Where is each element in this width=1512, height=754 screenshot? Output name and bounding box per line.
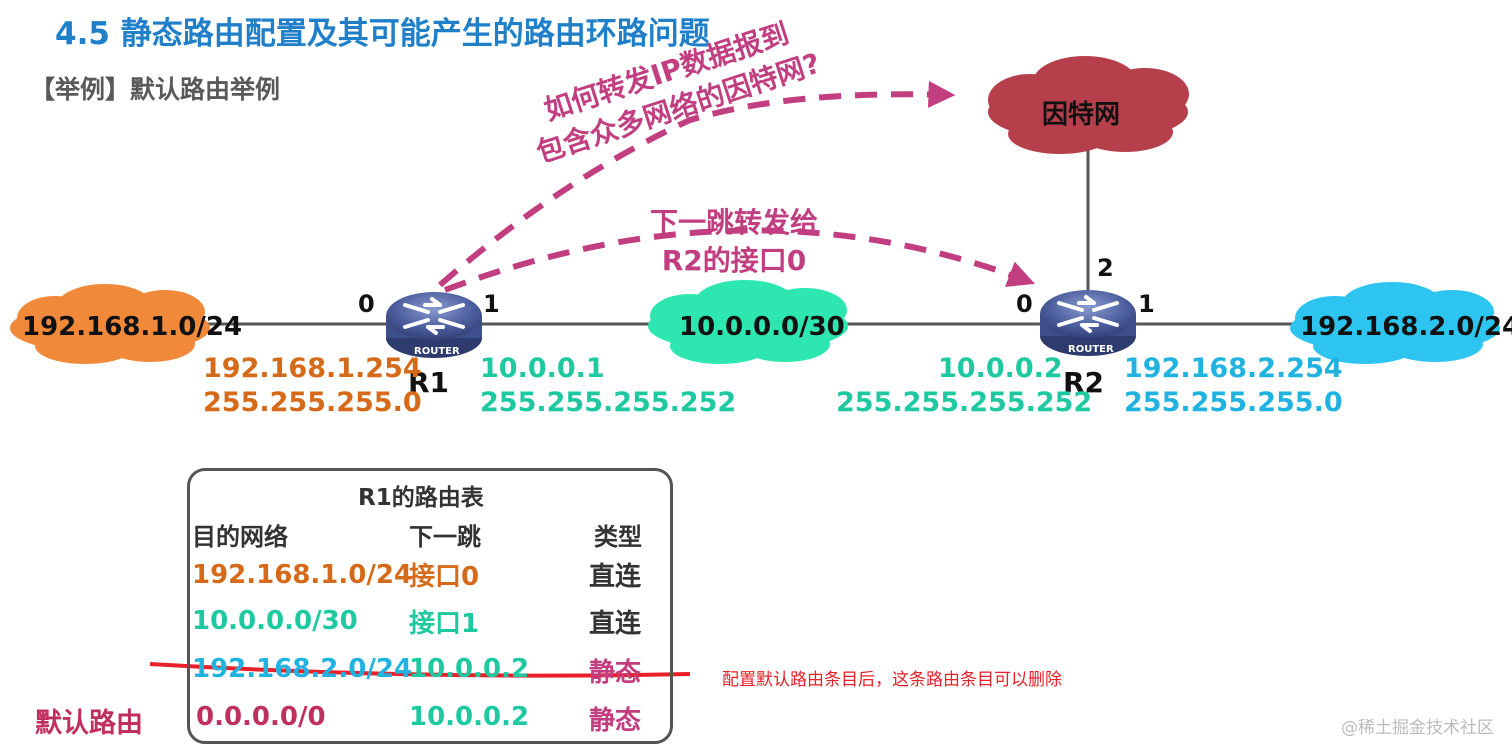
cloud-middle-network xyxy=(648,280,848,364)
annotation-nexthop-line2: R2的接口0 xyxy=(661,244,807,277)
rt-row4-type: 静态 xyxy=(589,706,642,736)
cloud-middle-label: 10.0.0.0/30 xyxy=(679,312,845,342)
rt-row1-next: 接口0 xyxy=(409,562,480,592)
rt-row2-type: 直连 xyxy=(589,609,642,639)
arrow-to-r2 xyxy=(443,227,1036,293)
cloud-right-network xyxy=(1290,282,1500,364)
rt-row4-next: 10.0.0.2 xyxy=(409,702,530,732)
r1-port-0: 0 xyxy=(358,290,375,318)
r2-port-2: 2 xyxy=(1097,254,1114,282)
r1-port-1: 1 xyxy=(483,290,500,318)
r2-if1-mask: 255.255.255.0 xyxy=(1124,387,1343,418)
page-subtitle: 【举例】默认路由举例 xyxy=(30,75,281,104)
cloud-internet-label: 因特网 xyxy=(1042,100,1121,130)
r2-if0-ip: 10.0.0.2 xyxy=(938,353,1063,384)
cloud-left-network xyxy=(10,284,210,364)
rt-header-dest: 目的网络 xyxy=(192,523,288,551)
cloud-internet xyxy=(988,56,1189,154)
arrow-to-internet xyxy=(438,80,956,288)
page-title: 4.5 静态路由配置及其可能产生的路由环路问题 xyxy=(55,16,710,52)
r2-port-0: 0 xyxy=(1016,290,1033,318)
rt-header-type: 类型 xyxy=(594,523,642,551)
rt-row3-dest: 192.168.2.0/24 xyxy=(192,654,413,684)
r2-if1-ip: 192.168.2.254 xyxy=(1124,353,1343,384)
routing-table-box xyxy=(187,468,673,744)
cloud-left-label: 192.168.1.0/24 xyxy=(22,312,243,342)
r1-if1-ip: 10.0.0.1 xyxy=(480,353,605,384)
default-route-label: 默认路由 xyxy=(35,708,143,739)
rt-row2-next: 接口1 xyxy=(409,609,480,639)
rt-row4-dest: 0.0.0.0/0 xyxy=(196,702,326,732)
router-r2-name: R2 xyxy=(1063,366,1105,399)
rt-row2-dest: 10.0.0.0/30 xyxy=(192,606,358,636)
r1-if1-mask: 255.255.255.252 xyxy=(480,387,737,418)
r1-if0-ip: 192.168.1.254 xyxy=(203,353,422,384)
delete-note: 配置默认路由条目后，这条路由条目可以删除 xyxy=(722,670,1062,690)
rt-row3-next: 10.0.0.2 xyxy=(409,654,530,684)
routing-table-title: R1的路由表 xyxy=(358,485,484,511)
rt-row3-type: 静态 xyxy=(589,658,642,688)
rt-row1-dest: 192.168.1.0/24 xyxy=(192,560,413,590)
annotation-next-hop: 下一跳转发给 R2的接口0 xyxy=(650,204,818,280)
r2-if0-mask: 255.255.255.252 xyxy=(836,387,1093,418)
router-r2-icon xyxy=(1040,290,1136,356)
annotation-nexthop-line1: 下一跳转发给 xyxy=(650,206,819,239)
rt-row1-type: 直连 xyxy=(589,562,642,592)
strike-line xyxy=(149,662,691,678)
watermark: @稀土掘金技术社区 xyxy=(1341,718,1494,738)
cloud-right-label: 192.168.2.0/24 xyxy=(1300,312,1512,342)
router-r1-name: R1 xyxy=(408,366,450,399)
rt-header-next: 下一跳 xyxy=(409,523,481,551)
r1-if0-mask: 255.255.255.0 xyxy=(203,387,422,418)
router-r2-badge: ROUTER xyxy=(1068,344,1114,355)
router-r1-icon xyxy=(386,292,482,358)
r2-port-1: 1 xyxy=(1138,290,1155,318)
router-r1-badge: ROUTER xyxy=(414,346,460,357)
